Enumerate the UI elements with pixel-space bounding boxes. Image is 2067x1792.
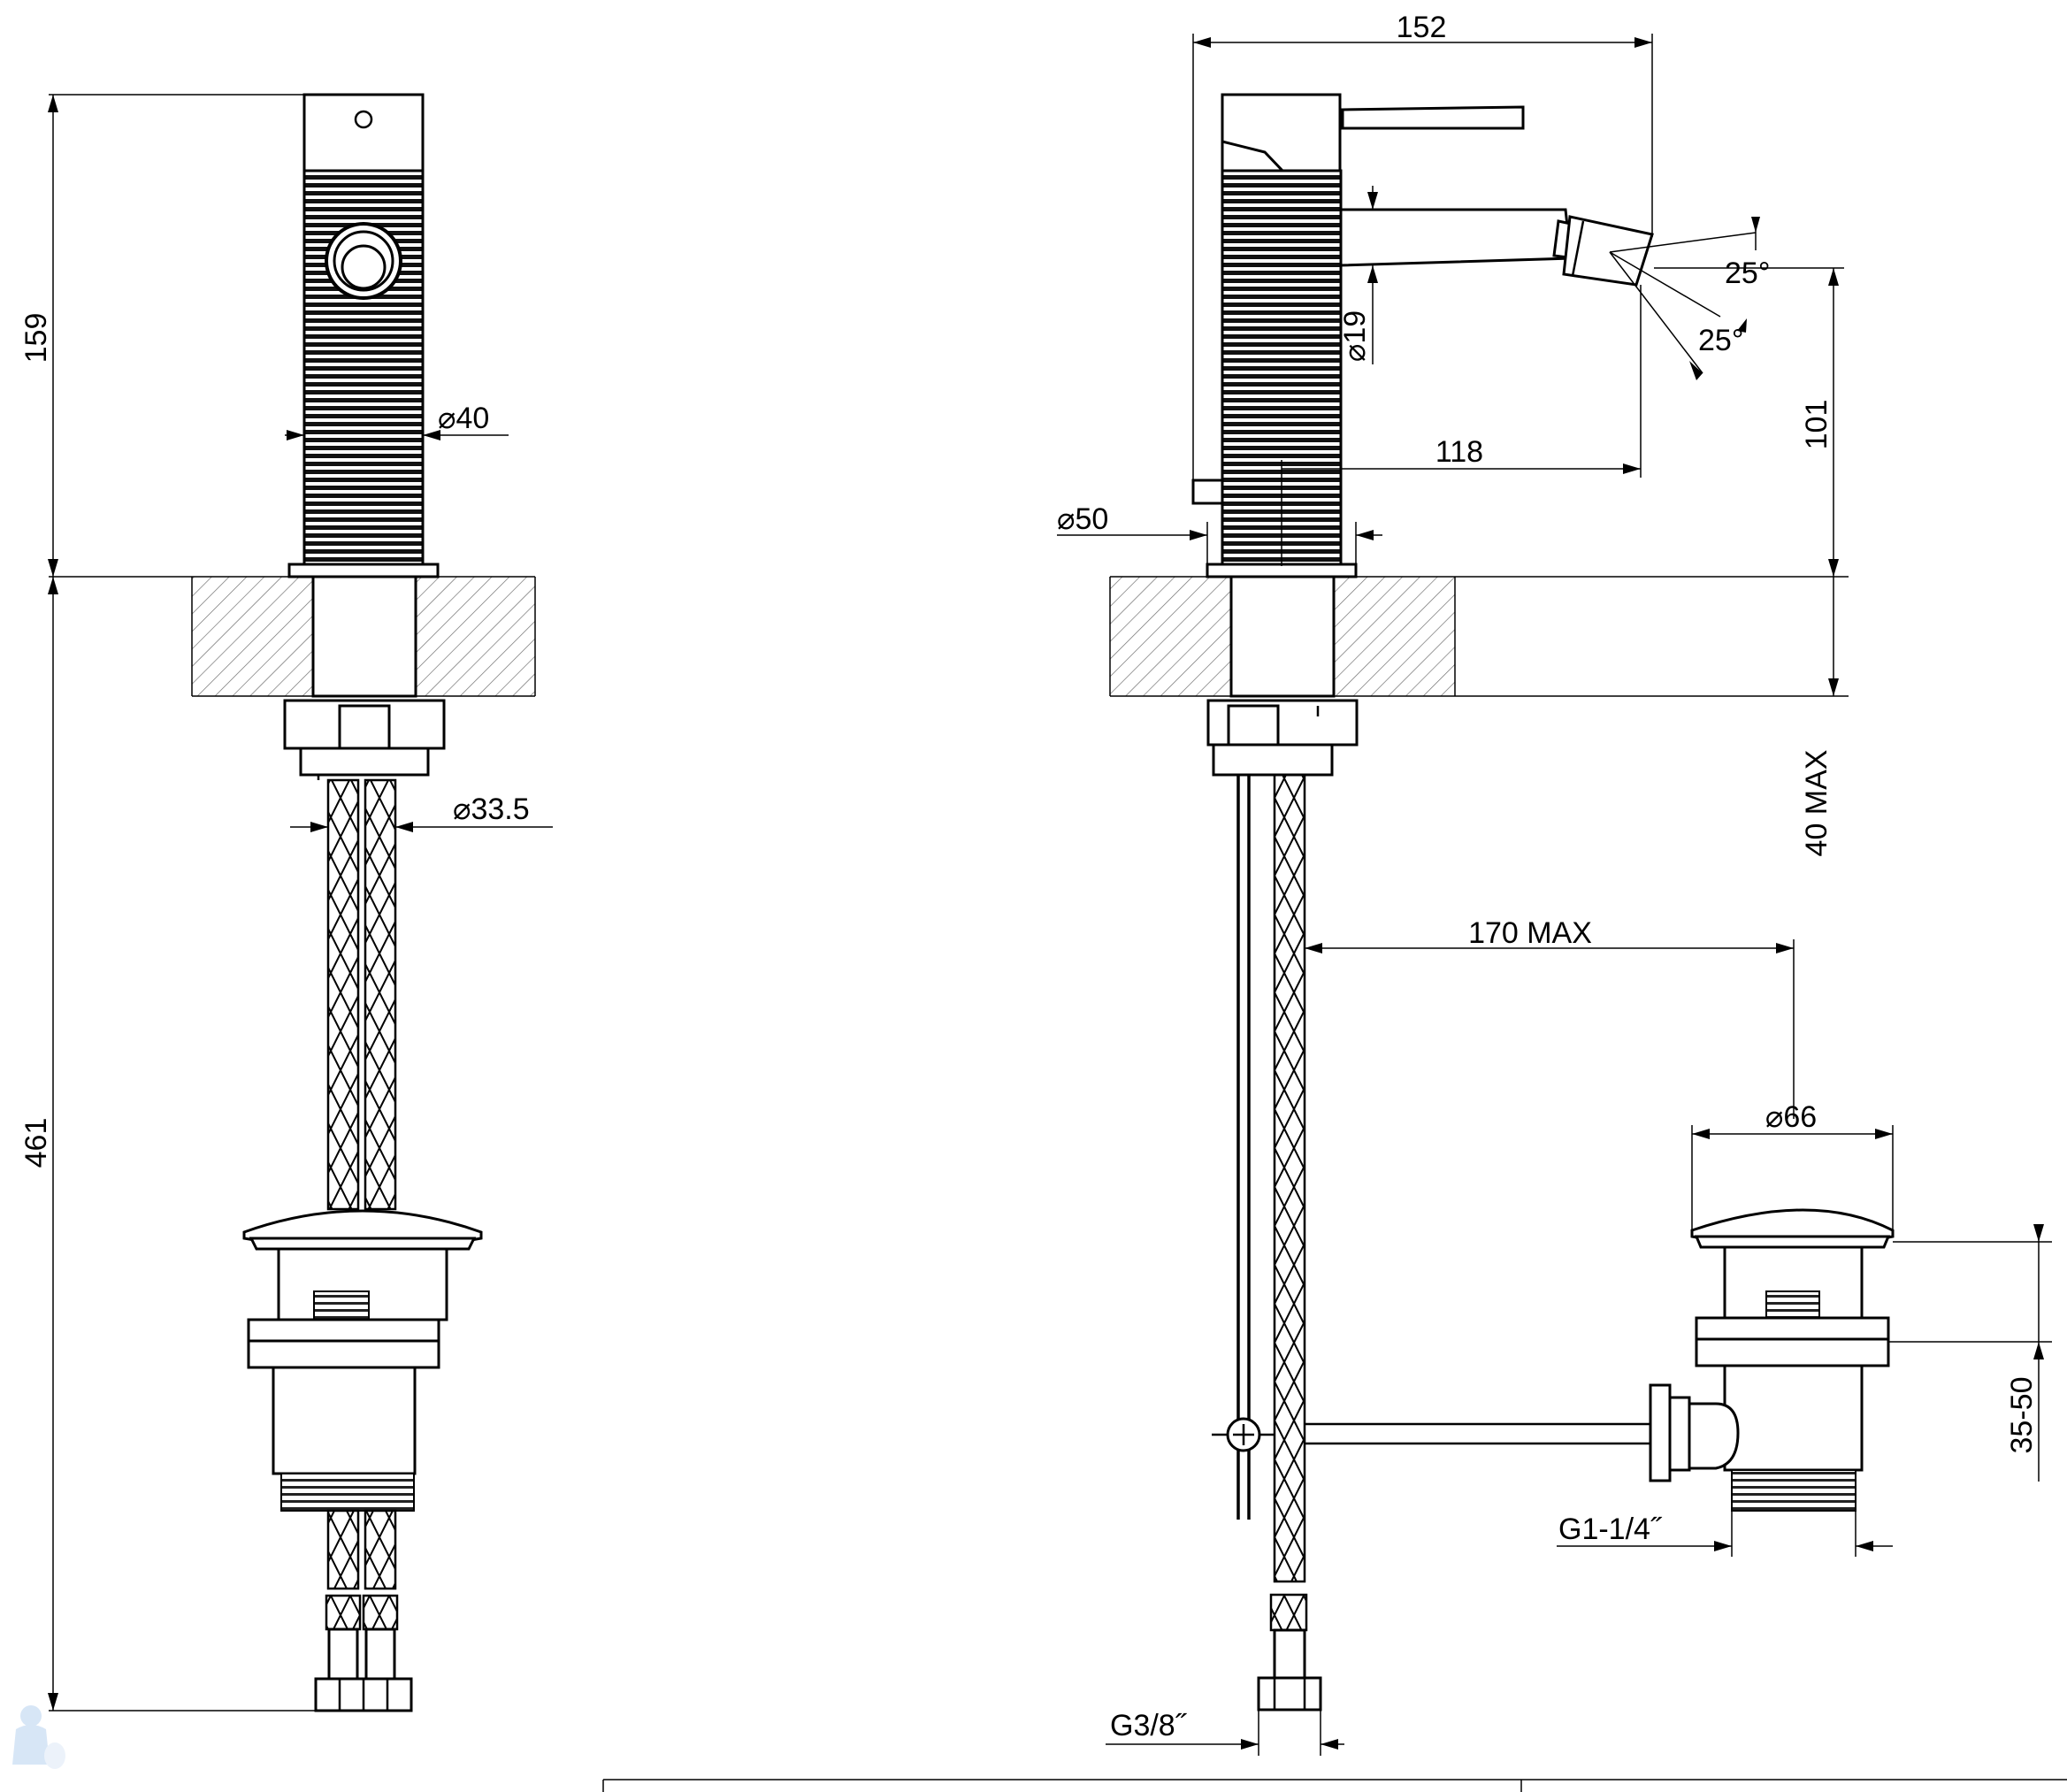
dim-diameter-40: ⌀40 bbox=[438, 402, 489, 435]
dim-g1-1-4: G1-1/4˝ bbox=[1558, 1512, 1663, 1546]
dim-461: 461 bbox=[19, 1118, 53, 1168]
side-popup-waste bbox=[1649, 1208, 1895, 1512]
dim-118: 118 bbox=[1435, 435, 1483, 469]
dim-g3-8: G3/8˝ bbox=[1110, 1709, 1188, 1742]
dim-diameter-19: ⌀19 bbox=[1338, 310, 1372, 362]
dim-diameter-66: ⌀66 bbox=[1765, 1100, 1817, 1134]
dim-101: 101 bbox=[1800, 400, 1834, 450]
side-spout bbox=[1339, 208, 1573, 267]
dim-170-max: 170 MAX bbox=[1468, 916, 1592, 950]
dim-35-50: 35-50 bbox=[2005, 1377, 2039, 1454]
front-view: 159 461 ⌀40 ⌀33.5 bbox=[19, 93, 553, 1712]
dim-152: 152 bbox=[1397, 11, 1447, 44]
dim-159: 159 bbox=[19, 313, 53, 364]
dim-40-max: 40 MAX bbox=[1800, 750, 1834, 857]
front-hose-right bbox=[364, 778, 397, 1211]
dim-angle-25-up: 25° bbox=[1725, 257, 1770, 290]
dim-diameter-50: ⌀50 bbox=[1057, 502, 1108, 536]
dim-angle-25-down: 25° bbox=[1698, 324, 1743, 357]
dim-diameter-33-5: ⌀33.5 bbox=[453, 793, 530, 826]
side-hose bbox=[1273, 773, 1306, 1583]
front-hose-left bbox=[326, 778, 360, 1211]
front-lever-head bbox=[302, 93, 425, 172]
side-view: 152 ⌀19 25° 25° 101 118 bbox=[1057, 11, 2052, 1756]
watermark-mascot-icon bbox=[12, 1705, 65, 1769]
front-popup-waste bbox=[242, 1209, 483, 1512]
